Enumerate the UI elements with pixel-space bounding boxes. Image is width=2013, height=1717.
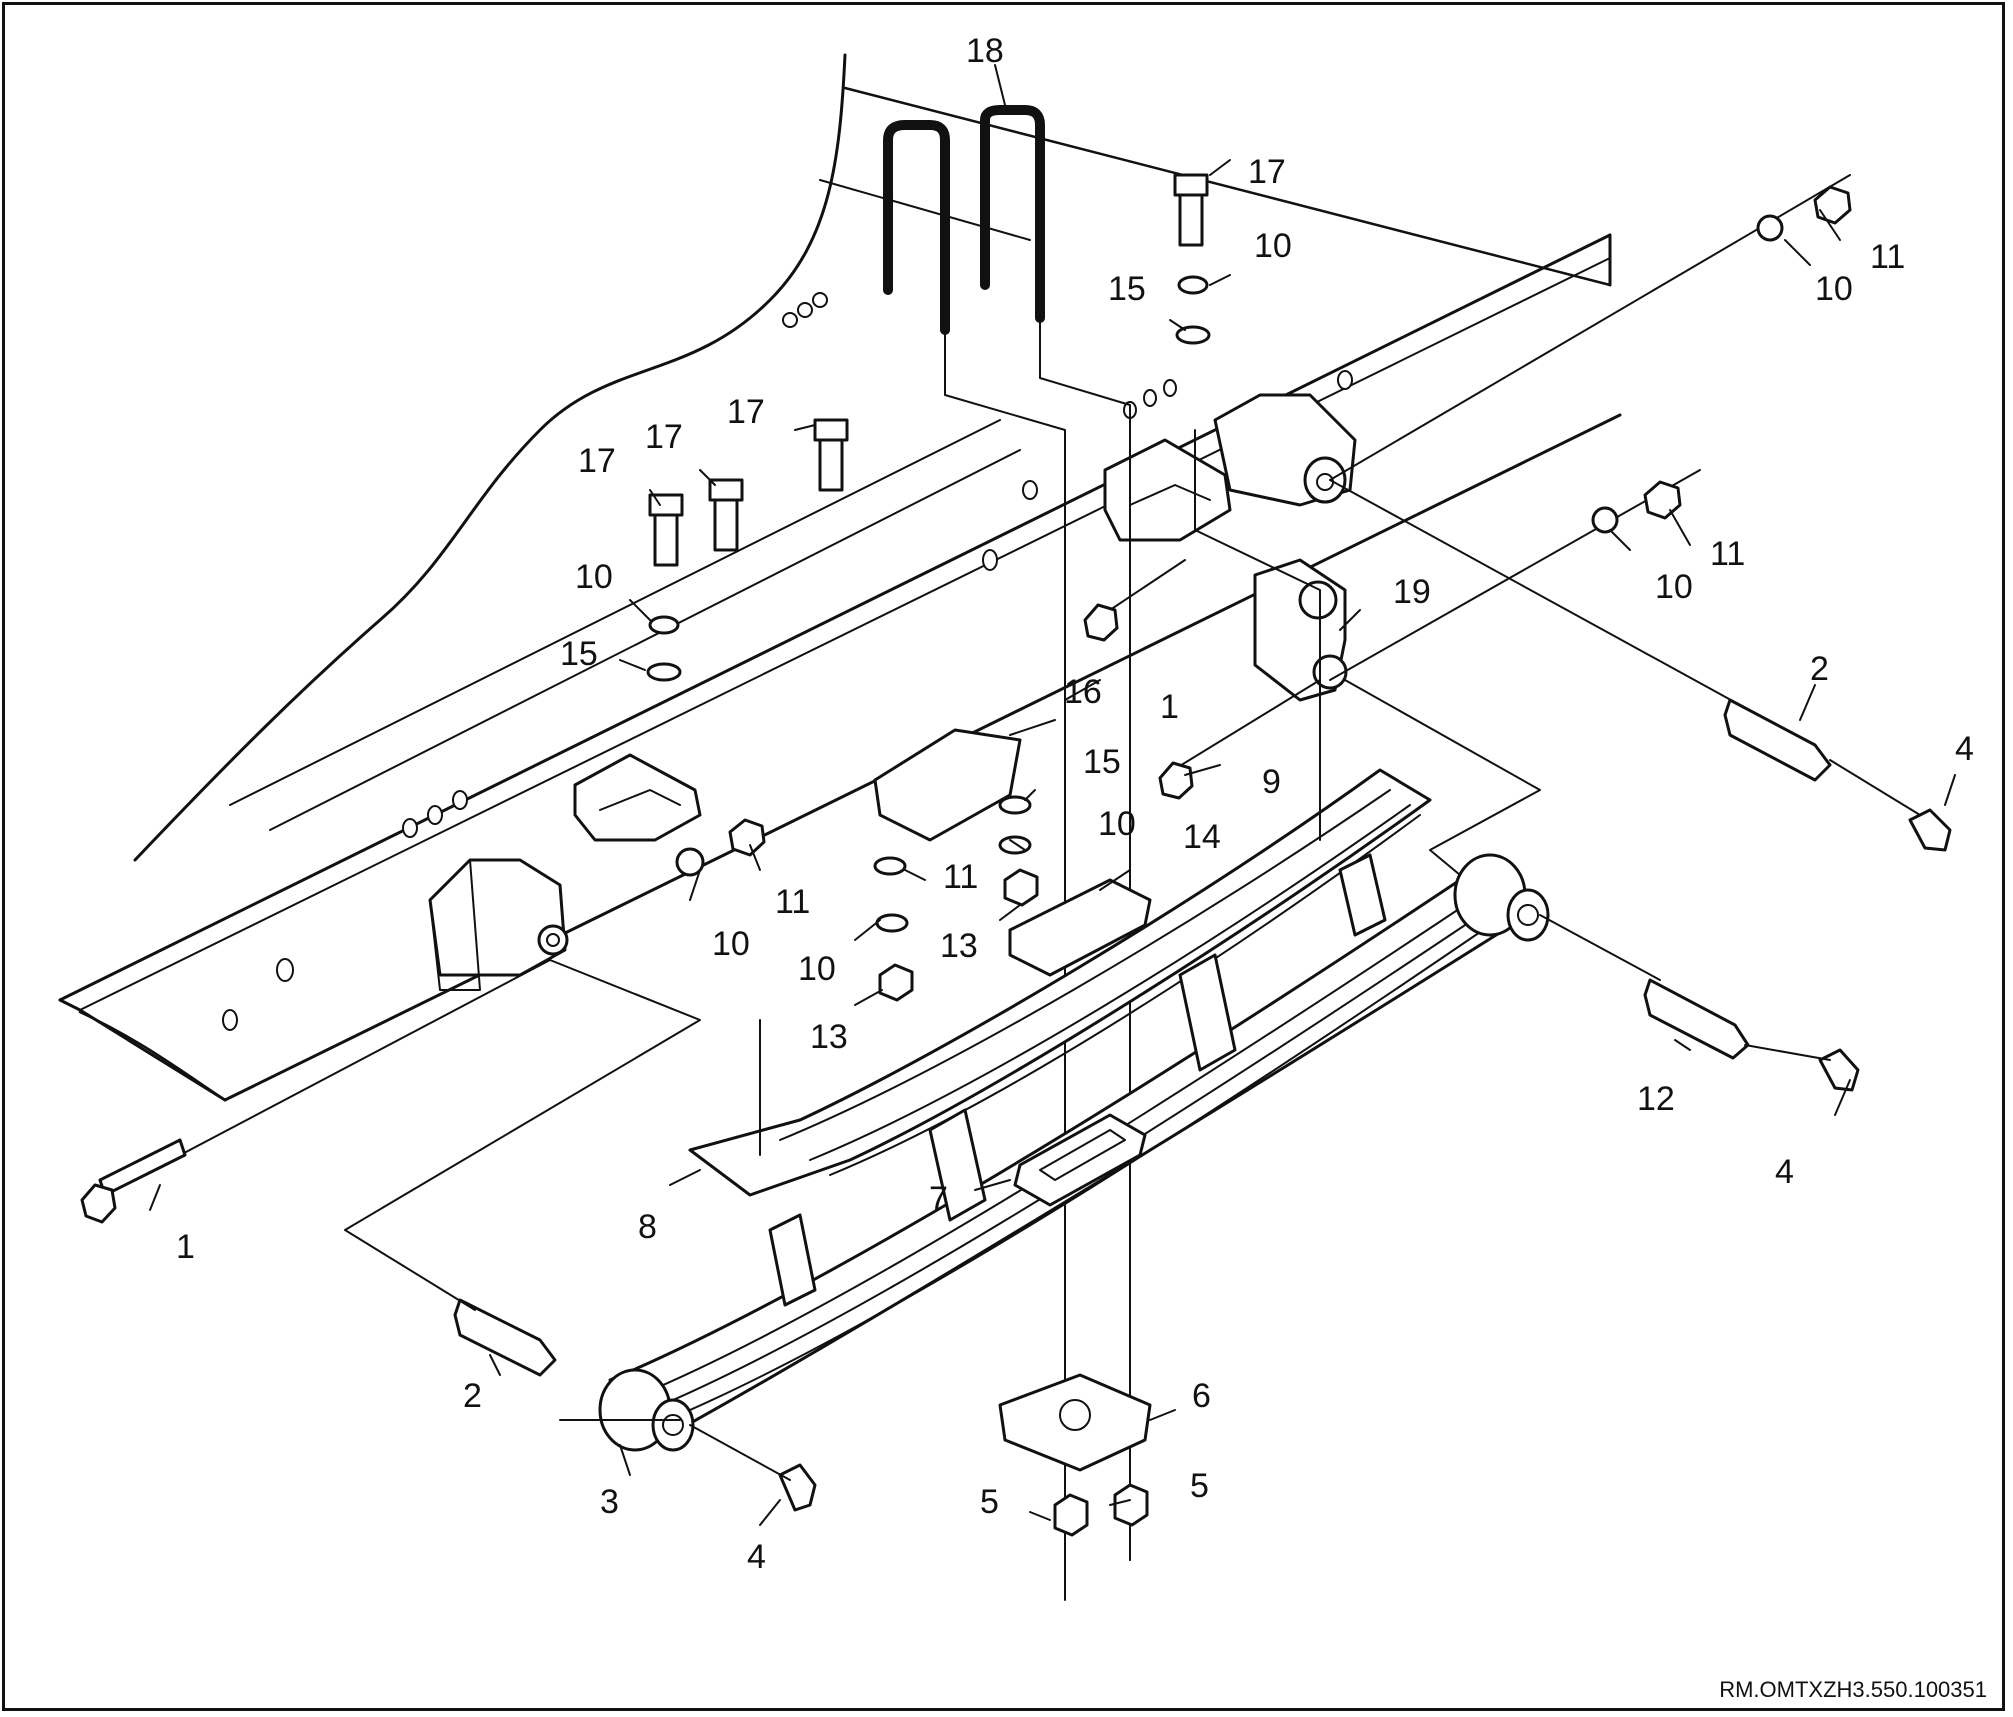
- callout-4: 4: [1775, 1153, 1794, 1191]
- rear-spring-hanger: [1213, 393, 1357, 507]
- callout-labels: 18 17 17 17 17 10 10 10 10 10 10 10 11 1…: [176, 32, 1974, 1576]
- callout-17: 17: [1248, 153, 1286, 191]
- callout-8: 8: [638, 1208, 657, 1246]
- callout-11: 11: [943, 858, 978, 896]
- callout-17: 17: [578, 442, 616, 480]
- mount-bracket-right: [1103, 438, 1232, 542]
- callout-12: 12: [1637, 1080, 1675, 1118]
- callout-15: 15: [560, 635, 598, 673]
- callout-1: 1: [1160, 688, 1179, 726]
- callout-10: 10: [1254, 227, 1292, 265]
- callout-4: 4: [747, 1538, 766, 1576]
- front-spring-hanger: [428, 858, 569, 991]
- callout-11: 11: [775, 883, 810, 921]
- callout-19: 19: [1393, 573, 1431, 611]
- spring-shackle: [1253, 558, 1348, 702]
- callout-15: 15: [1108, 270, 1146, 308]
- mount-bracket-left: [573, 753, 702, 842]
- callout-5: 5: [1190, 1467, 1209, 1505]
- callout-10: 10: [575, 558, 613, 596]
- callout-17: 17: [727, 393, 765, 431]
- callout-4: 4: [1955, 730, 1974, 768]
- callout-14: 14: [1183, 818, 1221, 856]
- callout-leaders: [149, 64, 1956, 1526]
- callout-10: 10: [1098, 805, 1136, 843]
- chassis-frame: [58, 53, 1622, 1102]
- callout-18: 18: [966, 32, 1004, 70]
- callout-2: 2: [1810, 650, 1829, 688]
- callout-15: 15: [1083, 743, 1121, 781]
- callout-10: 10: [1815, 270, 1853, 308]
- callout-13: 13: [940, 927, 978, 965]
- callout-10: 10: [798, 950, 836, 988]
- drawing-reference-code: RM.OMTXZH3.550.100351: [1719, 1677, 1987, 1702]
- callout-3: 3: [600, 1483, 619, 1521]
- u-bolt-pair: [883, 105, 1131, 1601]
- spacer-14: [1008, 878, 1152, 977]
- spring-pad-16: [873, 728, 1022, 842]
- callout-9: 9: [1262, 763, 1281, 801]
- callout-17: 17: [645, 418, 683, 456]
- callout-5: 5: [980, 1483, 999, 1521]
- fasteners: [80, 173, 1952, 1576]
- callout-16: 16: [1064, 673, 1102, 711]
- spacer-7: [1013, 1113, 1147, 1207]
- callout-10: 10: [1655, 568, 1693, 606]
- callout-6: 6: [1192, 1377, 1211, 1415]
- helper-leaf-spring: [688, 768, 1432, 1197]
- axle-seat-6: [998, 1373, 1152, 1472]
- callout-13: 13: [810, 1018, 848, 1056]
- callout-11: 11: [1710, 535, 1745, 573]
- callout-11: 11: [1870, 238, 1905, 276]
- callout-1: 1: [176, 1228, 195, 1266]
- callout-10: 10: [712, 925, 750, 963]
- callout-7: 7: [929, 1180, 948, 1218]
- callout-2: 2: [463, 1377, 482, 1415]
